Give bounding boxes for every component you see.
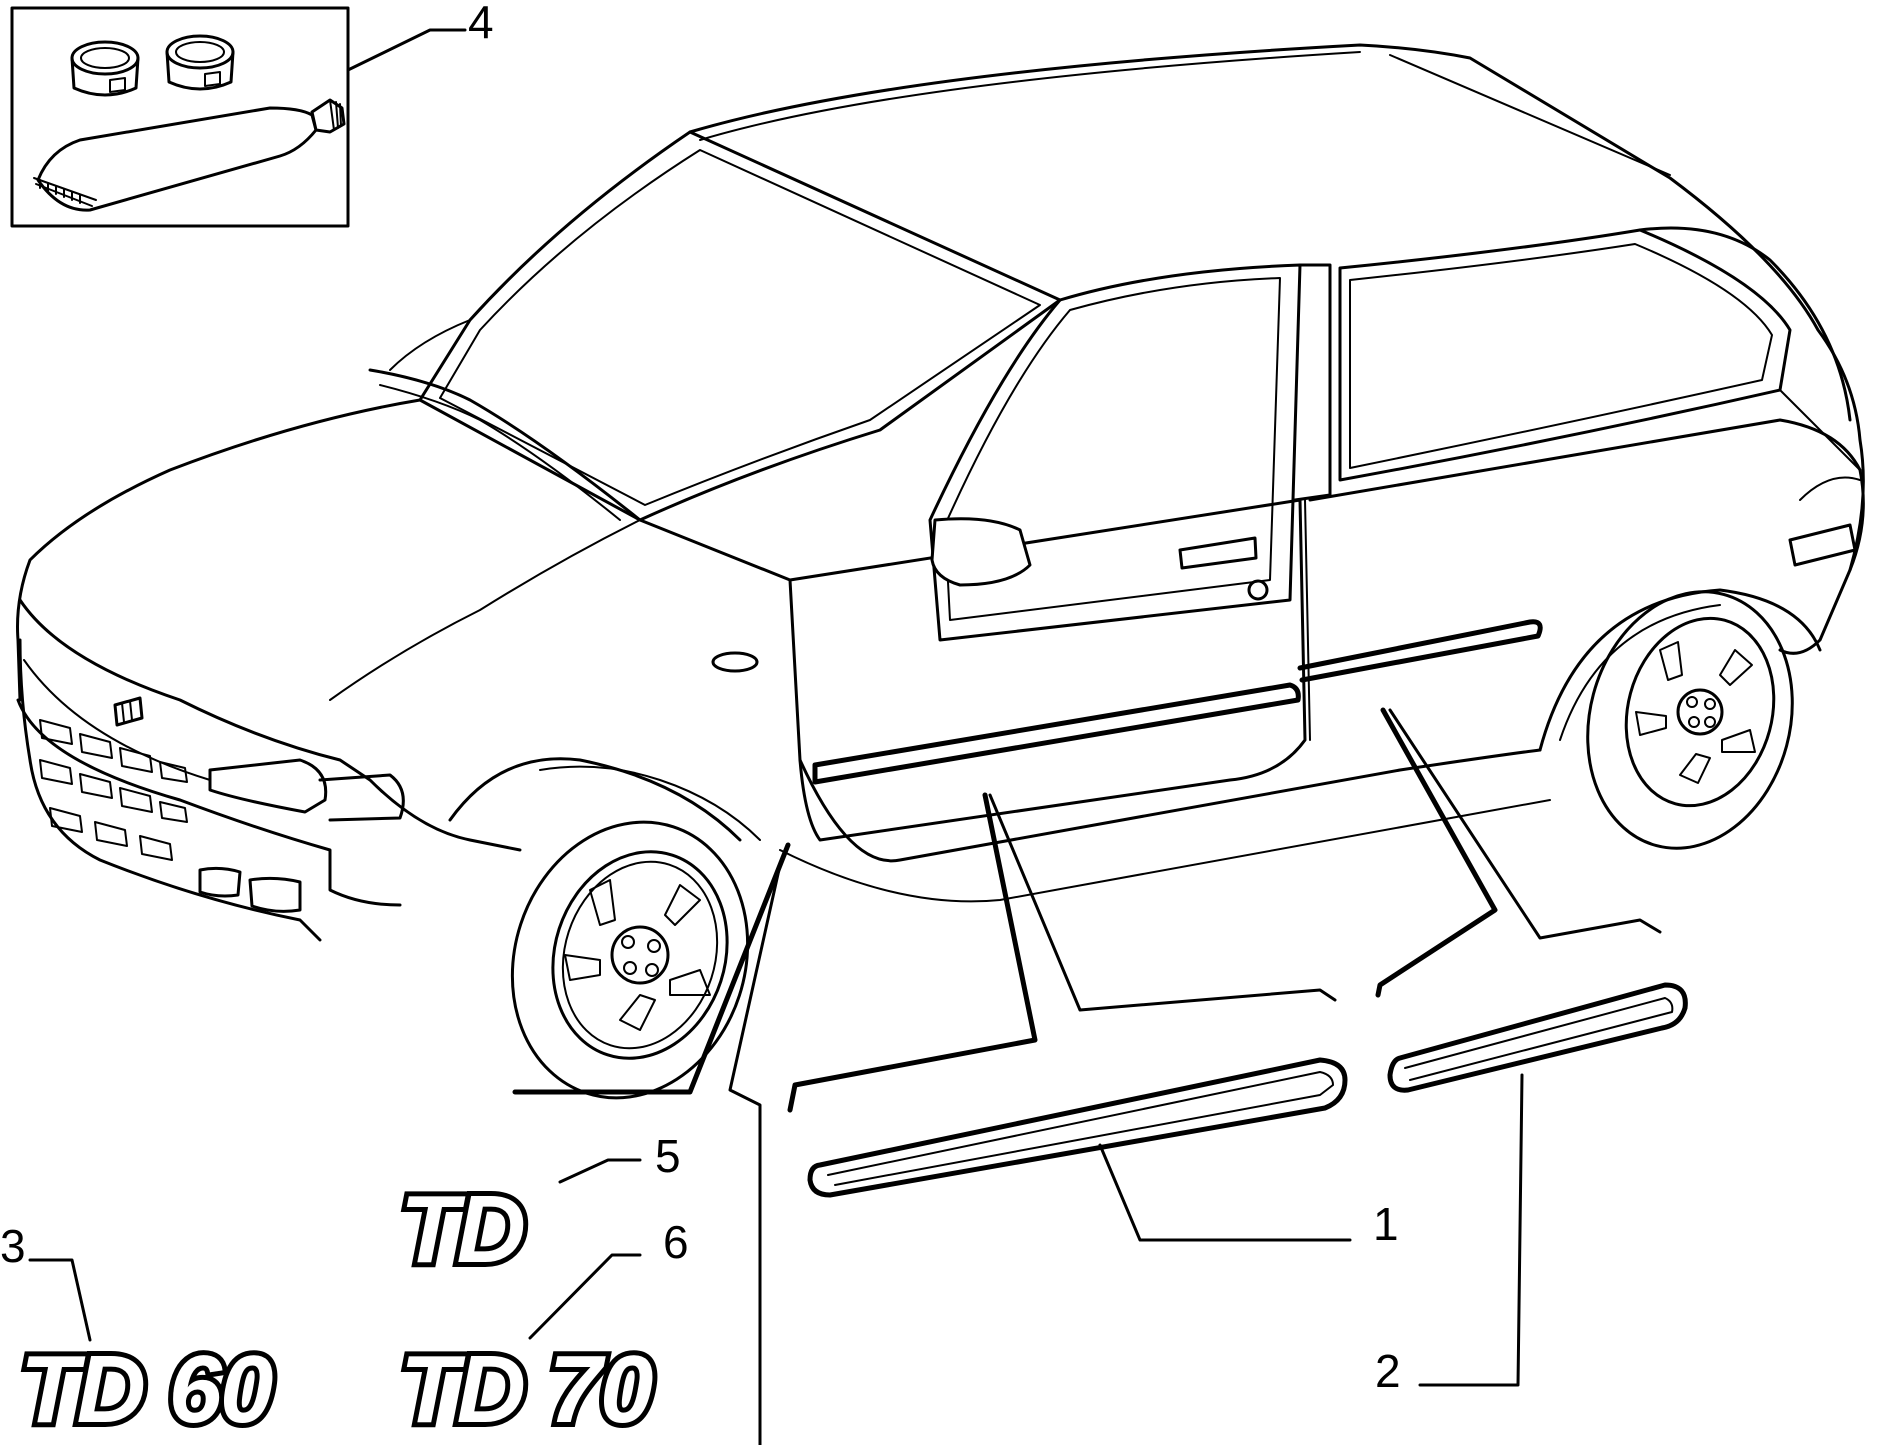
kit-inset <box>10 6 467 228</box>
leader-lines <box>512 707 1662 1445</box>
molding-on-car <box>812 619 1543 785</box>
cap-icon <box>165 34 235 91</box>
callout-4: 4 <box>468 0 494 48</box>
badge-td60-text: TD 60 <box>20 1336 273 1443</box>
badge-td70-text: TD 70 <box>400 1336 653 1443</box>
callout-6: 6 <box>663 1216 689 1268</box>
callout-1: 1 <box>1373 1198 1399 1250</box>
badge-td: TD <box>395 1158 642 1288</box>
front-wheel <box>510 820 750 1100</box>
rear-wheel <box>1586 590 1794 850</box>
callout-5: 5 <box>655 1130 681 1182</box>
badge-td70: TD 70 <box>395 1253 660 1445</box>
adhesive-tube-icon <box>33 98 346 212</box>
badge-td60: TD 60 <box>15 1258 280 1445</box>
molding-part-2 <box>1387 982 1688 1387</box>
cap-icon <box>70 40 140 97</box>
molding-part-1 <box>807 1057 1352 1242</box>
badge-td-text: TD <box>400 1176 524 1283</box>
callout-2: 2 <box>1375 1345 1401 1397</box>
callout-3: 3 <box>0 1220 26 1272</box>
car-illustration <box>16 43 1865 1100</box>
